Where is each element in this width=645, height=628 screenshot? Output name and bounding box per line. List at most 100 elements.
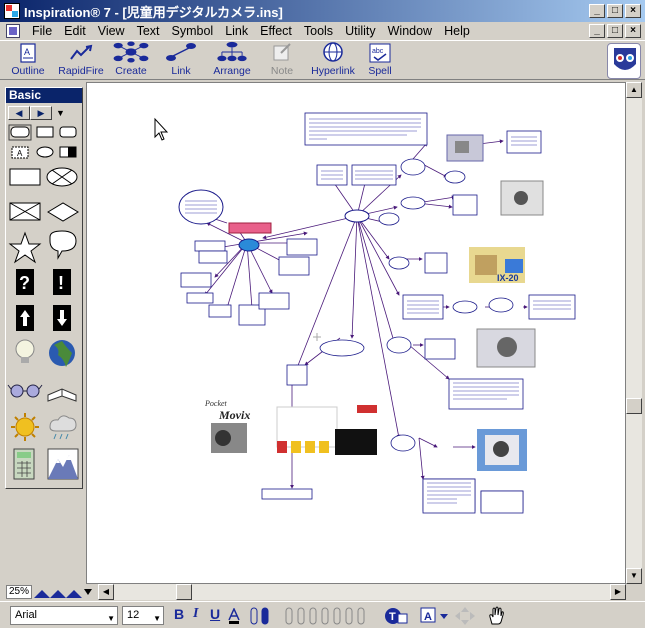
symbol-crossed-rect[interactable] — [9, 202, 41, 221]
menu-utility[interactable]: Utility — [345, 24, 376, 38]
scroll-up-button[interactable]: ▲ — [626, 82, 642, 98]
underline-button[interactable]: U — [210, 606, 221, 622]
svg-text:A: A — [424, 611, 432, 623]
link-icon — [166, 43, 196, 61]
vertical-scroll-thumb[interactable] — [626, 398, 642, 414]
symbol-rectangle[interactable] — [36, 126, 54, 138]
highlight-node[interactable] — [228, 222, 272, 234]
italic-button[interactable]: I — [193, 606, 199, 621]
doc-close-button[interactable]: × — [625, 24, 641, 38]
horizontal-scroll-row: 25% ◀ ▶ — [0, 584, 645, 600]
rapidfire-icon — [70, 44, 93, 60]
symbol-down-arrow[interactable] — [53, 305, 71, 331]
arrange-button[interactable]: Arrange — [206, 41, 258, 79]
main-toolbar: A Outline RapidFire Create Link — [0, 40, 645, 80]
move-arrows-icon[interactable] — [454, 606, 476, 626]
font-family-select[interactable]: Arial ▼ — [10, 606, 118, 625]
camera-photo-3 — [476, 328, 536, 368]
menu-text[interactable]: Text — [136, 24, 160, 38]
scroll-down-button[interactable]: ▼ — [626, 568, 642, 584]
menu-help[interactable]: Help — [444, 24, 470, 38]
symbol-rain-cloud[interactable] — [49, 415, 77, 440]
menu-symbol[interactable]: Symbol — [171, 24, 214, 38]
symbol-rounded-rect[interactable] — [8, 124, 32, 141]
hyperlink-button[interactable]: Hyperlink — [306, 41, 360, 79]
horizontal-scrollbar[interactable]: ◀ ▶ — [98, 584, 626, 600]
menu-window[interactable]: Window — [387, 24, 433, 38]
svg-text:A: A — [17, 149, 23, 158]
symbol-light-bulb[interactable] — [15, 339, 35, 363]
svg-text:A: A — [24, 47, 30, 57]
spell-button[interactable]: abc Spell — [360, 41, 400, 79]
note-button[interactable]: Note — [258, 41, 306, 79]
symbol-star[interactable] — [8, 231, 42, 264]
symbol-up-arrow[interactable] — [16, 305, 34, 331]
symbol-small-oval[interactable] — [36, 146, 54, 158]
bottom-boxes[interactable] — [422, 478, 524, 514]
palette-next-button[interactable]: ▶ — [30, 106, 52, 120]
minimize-button[interactable]: _ — [589, 4, 605, 18]
central-node[interactable] — [344, 209, 370, 223]
app-icon[interactable] — [4, 3, 20, 19]
symbol-question-mark[interactable]: ? — [16, 269, 34, 295]
menu-link[interactable]: Link — [225, 24, 249, 38]
symbol-grid: A ? ! — [6, 123, 82, 489]
maximize-button[interactable]: □ — [607, 4, 623, 18]
symbol-calculator[interactable] — [13, 448, 35, 480]
scroll-right-button[interactable]: ▶ — [610, 584, 626, 600]
zoom-slider-icon[interactable] — [34, 586, 92, 598]
menu-tools[interactable]: Tools — [303, 24, 334, 38]
symbol-exclamation[interactable]: ! — [53, 269, 71, 295]
link-button[interactable]: Link — [156, 41, 206, 79]
doc-restore-button[interactable]: □ — [607, 24, 623, 38]
zoom-level[interactable]: 25% — [6, 585, 32, 599]
hand-tool-icon[interactable] — [486, 606, 506, 626]
svg-text:Pocket: Pocket — [204, 399, 228, 408]
camera-photo-ix20: IX-20 — [469, 247, 525, 283]
menu-file[interactable]: File — [32, 24, 53, 38]
horizontal-scroll-thumb[interactable] — [176, 584, 192, 600]
text-box-icon[interactable]: T — [384, 606, 408, 626]
outline-icon: A — [20, 43, 36, 63]
camera-photo-4 — [477, 429, 527, 471]
rapidfire-button[interactable]: RapidFire — [56, 41, 106, 79]
symbol-dotted-box[interactable]: A — [11, 146, 29, 159]
palette-prev-button[interactable]: ◀ — [8, 106, 30, 120]
bold-button[interactable]: B — [174, 606, 185, 622]
doc-minimize-button[interactable]: _ — [589, 24, 605, 38]
scroll-left-button[interactable]: ◀ — [98, 584, 114, 600]
top-left-oval-node[interactable] — [178, 189, 224, 225]
text-color-icon[interactable] — [228, 608, 240, 624]
symbol-book[interactable] — [47, 388, 77, 402]
menu-view[interactable]: View — [97, 24, 125, 38]
symbol-wide-rect[interactable] — [9, 168, 41, 186]
product-info-panel — [276, 405, 377, 455]
document-icon[interactable] — [6, 24, 20, 38]
symbol-shaded-box[interactable] — [59, 146, 77, 158]
svg-text:T: T — [389, 611, 396, 623]
diagram-canvas[interactable]: IX-20 Pocket Movix — [86, 82, 626, 584]
symbol-earth[interactable] — [49, 340, 75, 367]
left-hub-node[interactable] — [238, 238, 260, 252]
text-style-icon[interactable]: A — [420, 606, 454, 626]
symbol-mountain[interactable] — [47, 448, 79, 480]
line-style-icons[interactable] — [250, 607, 376, 625]
create-button[interactable]: Create — [106, 41, 156, 79]
vertical-scrollbar[interactable]: ▲ ▼ — [626, 82, 642, 584]
symbol-speech-bubble[interactable] — [49, 230, 77, 260]
menu-edit[interactable]: Edit — [64, 24, 86, 38]
svg-text:!: ! — [58, 273, 64, 293]
outline-button[interactable]: A Outline — [0, 41, 56, 79]
menu-effect[interactable]: Effect — [260, 24, 292, 38]
font-size-select[interactable]: 12 ▼ — [122, 606, 164, 625]
symbol-palette: Basic ◀ ▶ ▼ A — [5, 87, 83, 489]
close-button[interactable]: × — [625, 4, 641, 18]
symbol-rounded-box[interactable] — [59, 126, 77, 138]
symbol-sun[interactable] — [11, 413, 39, 441]
symbol-crossed-oval[interactable] — [46, 167, 78, 187]
symbol-glasses[interactable] — [7, 384, 43, 398]
palette-title[interactable]: Basic — [6, 88, 82, 103]
palette-dropdown-icon[interactable]: ▼ — [56, 108, 65, 118]
oval-nodes[interactable] — [319, 158, 514, 452]
symbol-diamond[interactable] — [47, 202, 79, 222]
